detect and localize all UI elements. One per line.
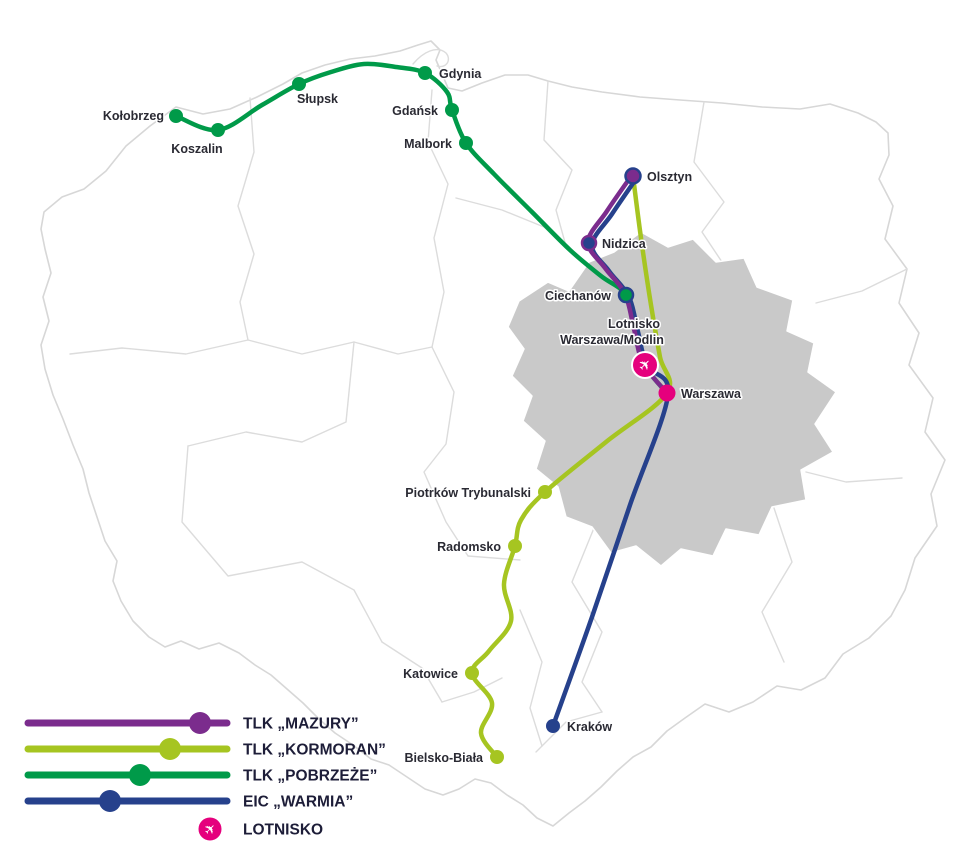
station-label-malbork: Malbork	[404, 137, 452, 151]
legend-dot-warmia	[99, 790, 121, 812]
legend-label-kormoran: TLK „KORMORAN”	[243, 742, 386, 759]
station-label-gdynia: Gdynia	[439, 67, 482, 81]
legend-airport-marker	[196, 815, 224, 843]
hel-peninsula	[412, 48, 450, 68]
station-label-koszalin: Koszalin	[171, 142, 222, 156]
airport-label-line1: Lotnisko	[608, 317, 660, 331]
airport-marker-group: ✈	[631, 351, 659, 379]
airport-label-line2: Warszawa/Modlin	[560, 333, 664, 347]
station-label-radomsko: Radomsko	[437, 540, 501, 554]
station-dots	[169, 66, 676, 764]
station-dot-radomsko	[508, 539, 522, 553]
station-dot-piotrkow-trybunalski	[538, 485, 552, 499]
station-dot-gdansk	[445, 103, 459, 117]
station-label-krakow: Kraków	[567, 720, 612, 734]
airport-marker	[631, 351, 659, 379]
station-label-slupsk: Słupsk	[297, 92, 338, 106]
station-label-nidzica: Nidzica	[602, 237, 647, 251]
station-label-kolobrzeg: Kołobrzeg	[103, 109, 164, 123]
legend-label-lotnisko: LOTNISKO	[243, 822, 323, 839]
station-dot-krakow	[546, 719, 560, 733]
legend: TLK „MAZURY” TLK „KORMORAN” TLK „POBRZEŻE”…	[24, 712, 386, 843]
legend-label-mazury: TLK „MAZURY”	[243, 716, 359, 733]
station-dot-slupsk	[292, 77, 306, 91]
legend-dot-kormoran	[159, 738, 181, 760]
legend-label-warmia: EIC „WARMIA”	[243, 794, 353, 811]
station-label-katowice: Katowice	[403, 667, 458, 681]
legend-label-pobrzeze: TLK „POBRZEŻE”	[243, 768, 377, 785]
station-dot-gdynia	[418, 66, 432, 80]
country-border	[40, 40, 946, 827]
station-dot-kolobrzeg	[169, 109, 183, 123]
station-dot-warszawa	[658, 384, 676, 402]
route-kormoran-line	[469, 173, 673, 760]
station-label-bielsko-biala: Bielsko-Biała	[404, 751, 484, 765]
station-dot-bielsko-biala	[490, 750, 504, 764]
station-label-gdansk: Gdańsk	[392, 104, 438, 118]
station-label-piotrkow-trybunalski: Piotrków Trybunalski	[405, 486, 531, 500]
station-dot-olsztyn	[624, 167, 642, 185]
station-label-olsztyn: Olsztyn	[647, 170, 692, 184]
poland-outline	[40, 40, 946, 827]
station-dot-malbork	[459, 136, 473, 150]
legend-dot-mazury	[189, 712, 211, 734]
station-label-warszawa: Warszawa	[681, 387, 742, 401]
station-label-ciechanow: Ciechanów	[545, 289, 611, 303]
legend-dot-pobrzeze	[129, 764, 151, 786]
station-dot-ciechanow	[617, 286, 635, 304]
station-dot-koszalin	[211, 123, 225, 137]
station-dot-katowice	[465, 666, 479, 680]
station-dot-nidzica	[580, 234, 598, 252]
